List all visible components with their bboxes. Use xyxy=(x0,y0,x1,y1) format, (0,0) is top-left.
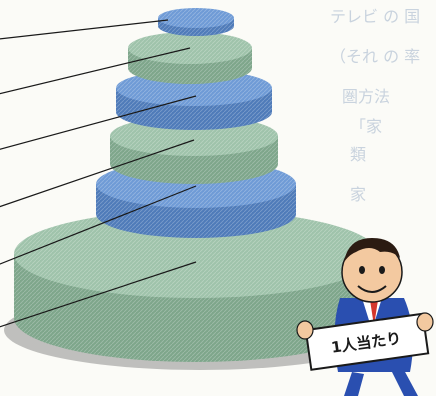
background-text-line: テレビ の 国 xyxy=(330,7,420,26)
background-text-line: （それ の 率 xyxy=(330,47,420,66)
tier-3 xyxy=(116,70,272,130)
leader-line-1 xyxy=(0,19,169,40)
background-text-line: 家 xyxy=(350,185,366,204)
sign-board: 1人当たり xyxy=(304,312,430,371)
mascot-hand xyxy=(416,312,434,332)
mascot-tie xyxy=(370,300,378,326)
mascot-hair xyxy=(344,238,400,262)
mascot-character: 1人当たり xyxy=(296,238,434,396)
leader-line-4 xyxy=(0,139,195,208)
tier-6 xyxy=(14,210,378,362)
background-text-block: テレビ の 国 （それ の 率 圏方法 「家 類 家 xyxy=(330,7,420,204)
background-text-line: 類 xyxy=(350,145,366,164)
leader-line-5 xyxy=(0,185,197,265)
tier-1 xyxy=(158,8,234,36)
leader-line-3 xyxy=(0,95,197,150)
mascot-hand xyxy=(296,320,314,340)
mascot-eye xyxy=(359,266,365,274)
mascot-smile xyxy=(357,285,387,293)
tier-top-texture xyxy=(158,8,234,28)
leader-line-6 xyxy=(0,261,197,328)
mascot-leg xyxy=(344,372,364,396)
leader-lines xyxy=(0,19,197,328)
tier-stack xyxy=(4,8,396,370)
tier-top-texture xyxy=(14,210,378,298)
mascot-eye xyxy=(379,266,385,274)
background-text-line: 圏方法 xyxy=(342,87,390,106)
background-text-line: 「家 xyxy=(350,117,382,136)
leader-line-2 xyxy=(0,47,191,95)
mascot-leg xyxy=(392,370,418,396)
